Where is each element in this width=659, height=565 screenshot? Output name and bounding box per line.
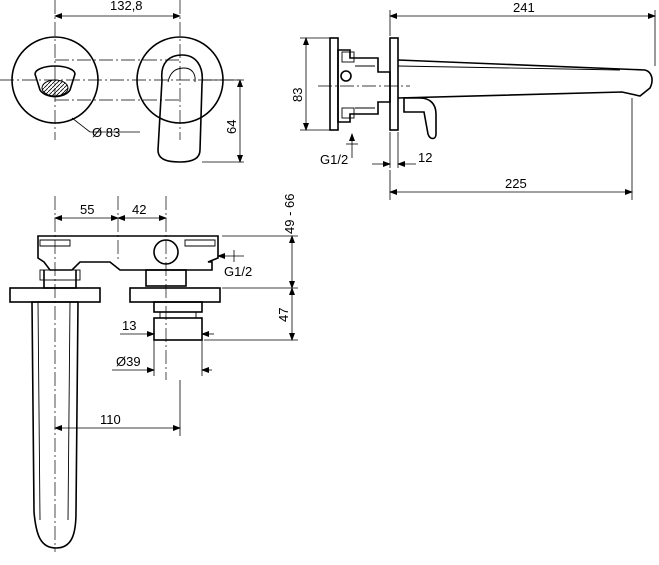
dim-spacing-top: 132,8: [54, 0, 181, 19]
label-front-42: 42: [132, 202, 146, 217]
label-spacing-top: 132,8: [110, 0, 143, 13]
dim-total-length: 241: [389, 0, 656, 66]
dim-thread: 13: [120, 318, 214, 337]
label-thread-diameter: Ø39: [116, 354, 141, 369]
side-connection-callout: G1/2: [320, 133, 358, 167]
dim-lever-height: 64: [202, 79, 244, 163]
label-total-length: 241: [513, 0, 535, 15]
label-spout-110: 110: [100, 412, 121, 427]
dim-install-depth: 49 - 66: [222, 194, 298, 289]
label-spout-projection: 225: [505, 176, 527, 191]
dim-thread-diameter: Ø39: [112, 340, 212, 376]
front-view: [0, 0, 240, 163]
spout-front: [31, 301, 79, 549]
side-view: [318, 37, 653, 140]
label-body-depth: 47: [276, 308, 291, 322]
lever-handle: [157, 54, 204, 163]
dim-front-spacing: 55 42: [54, 202, 167, 221]
label-install-depth: 49 - 66: [282, 194, 297, 234]
label-front-55: 55: [80, 202, 94, 217]
dim-rosette-diameter: Ø 83: [71, 117, 140, 140]
aerator: [34, 65, 76, 98]
label-front-connection: G1/2: [224, 264, 252, 279]
label-rosette-diameter: Ø 83: [92, 125, 120, 140]
label-thread-13: 13: [122, 318, 136, 333]
dim-spout-110: 110: [54, 380, 181, 436]
label-wall-plate: 12: [418, 150, 432, 165]
dim-body-depth: 47: [204, 287, 298, 341]
label-side-connection: G1/2: [320, 152, 348, 167]
label-side-height: 83: [290, 88, 305, 102]
label-lever-height: 64: [224, 120, 239, 134]
dim-side-height: 83: [290, 37, 332, 131]
side-lever: [403, 97, 437, 140]
connection-port: [340, 70, 352, 82]
dim-spout-projection: 225: [389, 98, 633, 200]
dim-wall-plate: 12: [372, 132, 432, 168]
spout: [397, 59, 653, 99]
front-connection-callout: G1/2: [217, 250, 252, 279]
section-view: [9, 196, 221, 552]
